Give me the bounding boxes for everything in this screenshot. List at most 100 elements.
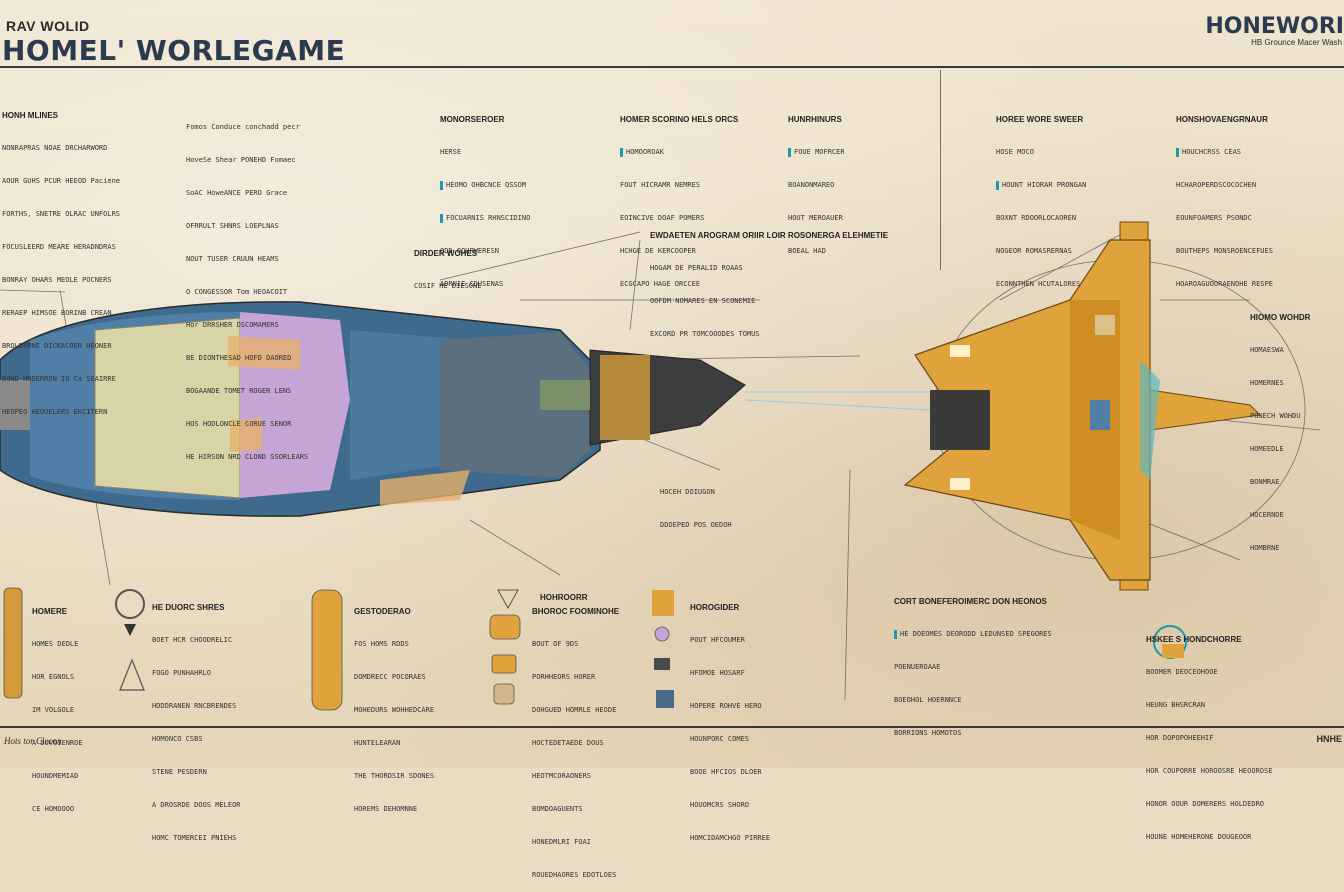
text-line: HOUT MEROAUER [788, 214, 843, 222]
text-line: HOAROAGUOORAENOHE RESPE [1176, 280, 1273, 288]
right-labels: HIOMO WOHDR HOMAESWA HOMERNES PONECH WOH… [1250, 290, 1310, 565]
text-line: FOUE MOFRCER [794, 148, 845, 156]
text-line: HOMEEDLE [1250, 445, 1284, 453]
cluster-b-heading: HOMER SCORINO HELS ORCS [620, 115, 739, 124]
text-line: HONOR OOUR DOMERERS HOLDEDRO [1146, 800, 1265, 808]
teal-marker-icon [1176, 147, 1179, 157]
text-line: EXCORD PR TOMCOOODES TOMUS [650, 330, 760, 338]
text-line: DOMDRECC POCORAES [354, 673, 426, 681]
middle-label-block: EWDAETEN AROGRAM ORIIR LOIR ROSONERGA EL… [650, 208, 888, 351]
text-line: HFOMOE HOSARF [690, 669, 745, 677]
text-line: HOUCHCRSS CEAS [1182, 148, 1242, 156]
footer-signature: Hots tor Clecon [4, 736, 62, 746]
text-line: NOUT TUSER CRUUN HEAMS [186, 255, 279, 263]
cluster-d: HOREE WORE SWEER HOSE MOCO HOUNT HIORAR … [996, 92, 1086, 301]
bottom-col-3-heading: GESTODERAO [354, 607, 411, 616]
page-title: HOMEL' WORLEGAME [2, 34, 346, 67]
bottom-col-4: BHOROC FOOMINOHE BOUT OF 9DS PORHHEORS H… [532, 584, 619, 892]
ship-left-label: DIRDER WOHES COSIF HE DIESONE [414, 226, 481, 303]
text-line: ROUEDHAORES EDOTLOES [532, 871, 617, 879]
teal-marker-icon [620, 147, 623, 157]
text-line: BOEAL HAD [788, 247, 826, 255]
text-line: HUNTELEARAN [354, 739, 401, 747]
text-line: CE HOMOOOO [32, 805, 75, 813]
text-line: PONECH WOHDU [1250, 412, 1301, 420]
bottom-col-5-heading: HOROGIDER [690, 603, 740, 612]
text-line: HEOTMCORAONERS [532, 772, 592, 780]
bottom-col-6-heading: CORT BONEFEROIMERC DON HEONOS [894, 597, 1047, 606]
text-line: BOUT OF 9DS [532, 640, 579, 648]
top-left-line: BROLDPRNE DICKACOER HEONER [2, 342, 112, 350]
text-line: HOS HODLONCLE CORUE SENOR [186, 420, 292, 428]
text-line: HE DOEOMES DEORODD LEDUNSED SPEGORES [900, 630, 1052, 638]
text-line: BOET HCR CHOODRELIC [152, 636, 233, 644]
text-line: HOCEH DOIUGON [660, 488, 715, 496]
cluster-e-heading: HONSHOVAENGRNAUR [1176, 115, 1268, 124]
cluster-b: HOMER SCORINO HELS ORCS HOMOOROAK FOUT H… [620, 92, 738, 301]
bottom-col-7-heading: HSKEE S HONDCHORRE [1146, 635, 1242, 644]
text-line: Hor DRRSHER DSCOMAMERS [186, 321, 279, 329]
text-line: ADRNIE CDUSENAS [440, 280, 504, 288]
text-line: HOUNDMEMIAD [32, 772, 79, 780]
teal-marker-icon [440, 213, 443, 223]
text-line: PORHHEORS HORER [532, 673, 596, 681]
text-line: DOHGUED HOMRLE HEODE [532, 706, 617, 714]
spaceship-illustration [0, 221, 1321, 711]
text-line: MOHEDURS WOHHEDCARE [354, 706, 435, 714]
bottom-col-1: HOMERE HOMES DEDLE HOR EGNOLS IM VOLGOLE… [32, 584, 83, 826]
text-line: HOCTEDETAEDE DOUS [532, 739, 604, 747]
cluster-e: HONSHOVAENGRNAUR HOUCHCRSS CEAS HCHAROPE… [1176, 92, 1273, 301]
text-line: HONEDMLRI FOAI [532, 838, 592, 846]
text-line: HCHAROPERDSCOCOCHEN [1176, 181, 1257, 189]
text-line: HERSE [440, 148, 462, 156]
bottom-col-2-heading: HE DUORC SHRES [152, 603, 225, 612]
top-left-second-section: Fomos Conduce conchadd pecr HoveSe Shear… [186, 100, 308, 474]
text-line: HOMBRNE [1250, 544, 1280, 552]
bottom-col-1-heading: HOMERE [32, 607, 68, 616]
engines-notes: HOCEH DOIUGON DDOEPED POS OEDOH [660, 465, 732, 542]
bottom-col-6: CORT BONEFEROIMERC DON HEONOS HE DOEOMES… [894, 574, 1052, 750]
text-line: COSIF HE DIESONE [414, 282, 482, 290]
text-line: ECONNTHEN HCUTALORES [996, 280, 1081, 288]
text-line: THE THORDSIR SDONES [354, 772, 435, 780]
text-line: OOFDM NOMARES EN SCONEMIE [650, 297, 756, 305]
text-line: O CONGESSOR Tom HEOACOIT [186, 288, 288, 296]
text-line: HOUNPORC COMES [690, 735, 750, 743]
teal-marker-icon [440, 180, 443, 190]
top-left-heading: HONH MLINES [2, 111, 58, 120]
text-line: OFRRULT SHNRS LOEPLNAS [186, 222, 279, 230]
top-left-line: HEOPEO HEOUELERS EKCITERN [2, 408, 108, 416]
cluster-a: MONORSEROER HERSE HEOMO OHBCNCE QSSOM FO… [440, 92, 530, 301]
engines-heading: HOHROORR [540, 593, 588, 602]
text-line: BE DIONTHESAD HOFD DAORED [186, 354, 292, 362]
teal-marker-icon [894, 629, 897, 639]
text-line: ECGCAPO HAGE ORCCEE [620, 280, 701, 288]
right-label-heading: HIOMO WOHDR [1250, 313, 1311, 322]
text-line: HOR EGNOLS [32, 673, 75, 681]
top-left-line: BONRAY OHARS MEOLE POCNERS [2, 276, 112, 284]
text-line: FOGO PUNHAHRLO [152, 669, 212, 677]
text-line: HEUNG BHSRCRAN [1146, 701, 1206, 709]
text-line: BOANONMAREO [788, 181, 835, 189]
text-line: BONMRAE [1250, 478, 1280, 486]
teal-marker-icon [788, 147, 791, 157]
top-left-section: HONH MLINES NONRAPRAS NOAE DRCHARWORD AO… [2, 88, 120, 429]
top-left-line: BOND HNDERRON IO Ca SEAIRRE [2, 375, 116, 383]
text-line: HCHGE DE KERCOOPER [620, 247, 696, 255]
text-line: HOGAM DE PERALID ROAAS [650, 264, 743, 272]
text-line: HOREMS DEHOMNNE [354, 805, 418, 813]
text-line: BOGAANDE TOMET ROGER LENS [186, 387, 292, 395]
text-line: BOXNT RDOORLOCAOREN [996, 214, 1077, 222]
text-line: HOMES DEDLE [32, 640, 79, 648]
text-line: EOINCIVE DOAF POMERS [620, 214, 705, 222]
footer-rule [0, 726, 1344, 728]
text-line: BOEOHOL HOERNNCE [894, 696, 962, 704]
text-line: IM VOLGOLE [32, 706, 75, 714]
text-line: BOUTHEPS MONSROENCEFUES [1176, 247, 1273, 255]
bottom-col-4-heading: BHOROC FOOMINOHE [532, 607, 620, 616]
top-left-line: AOUR GUHS PCUR HEEOD Paciene [2, 177, 121, 185]
text-line: HEOMO OHBCNCE QSSOM [446, 181, 527, 189]
text-line: SoAC HoweANCE PERO Grace [186, 189, 288, 197]
text-line: BOOE HFCIOS DLOER [690, 768, 762, 776]
text-line: HOUOMCRS SHORO [690, 801, 750, 809]
